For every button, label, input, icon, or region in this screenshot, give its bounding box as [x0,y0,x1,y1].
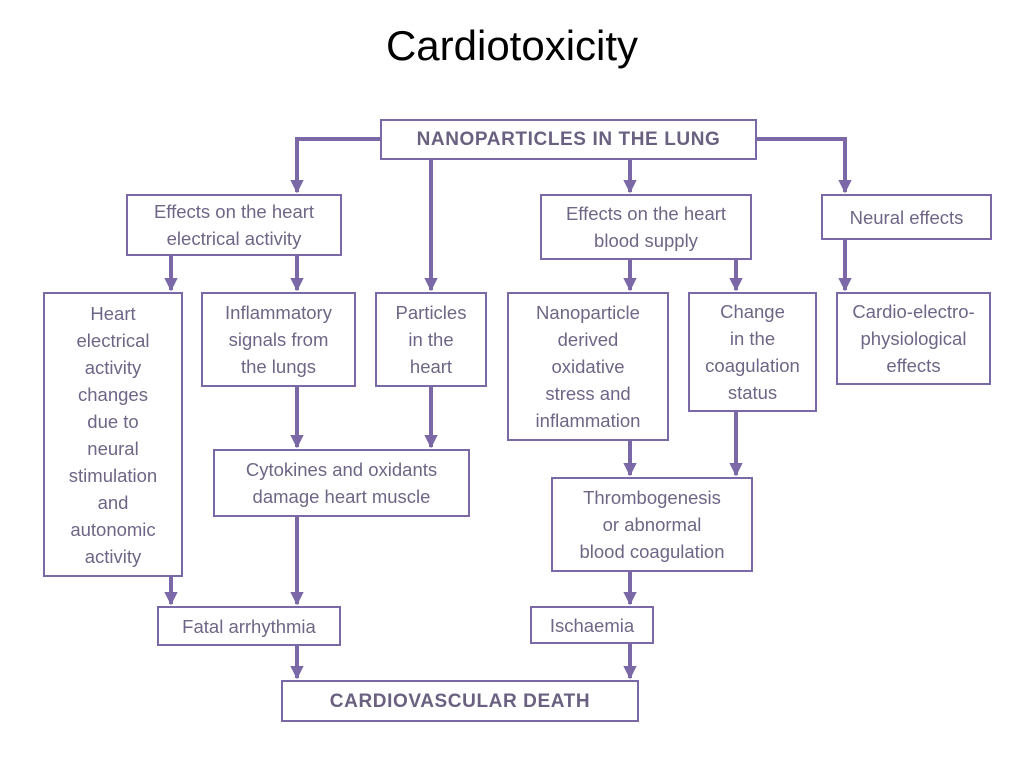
node-particles-in-heart: Particles in the heart [375,292,487,387]
page-title: Cardiotoxicity [385,22,639,69]
node-ischaemia: Ischaemia [530,606,654,644]
node-electrical-activity: Effects on the heart electrical activity [126,194,342,256]
node-fatal-arrhythmia: Fatal arrhythmia [157,606,341,646]
arrow-lung-to-electrical [290,137,380,194]
node-neural-effects: Neural effects [821,194,992,240]
node-oxidative-stress: Nanoparticle derived oxidative stress an… [507,292,669,441]
node-neural-stimulation: Heart electrical activity changes due to… [43,292,183,577]
node-coagulation-status: Change in the coagulation status [688,292,817,412]
node-cardio-electrophysiological: Cardio-electro- physiological effects [836,292,991,385]
node-cytokines-oxidants: Cytokines and oxidants damage heart musc… [213,449,470,517]
arrow-lung-to-neural [757,137,852,194]
node-cardiovascular-death: CARDIOVASCULAR DEATH [281,680,639,722]
node-thrombogenesis: Thrombogenesis or abnormal blood coagula… [551,477,753,572]
node-blood-supply: Effects on the heart blood supply [540,194,752,260]
node-nanoparticles-in-lung: NANOPARTICLES IN THE LUNG [380,119,757,160]
node-inflammatory-signals: Inflammatory signals from the lungs [201,292,356,387]
